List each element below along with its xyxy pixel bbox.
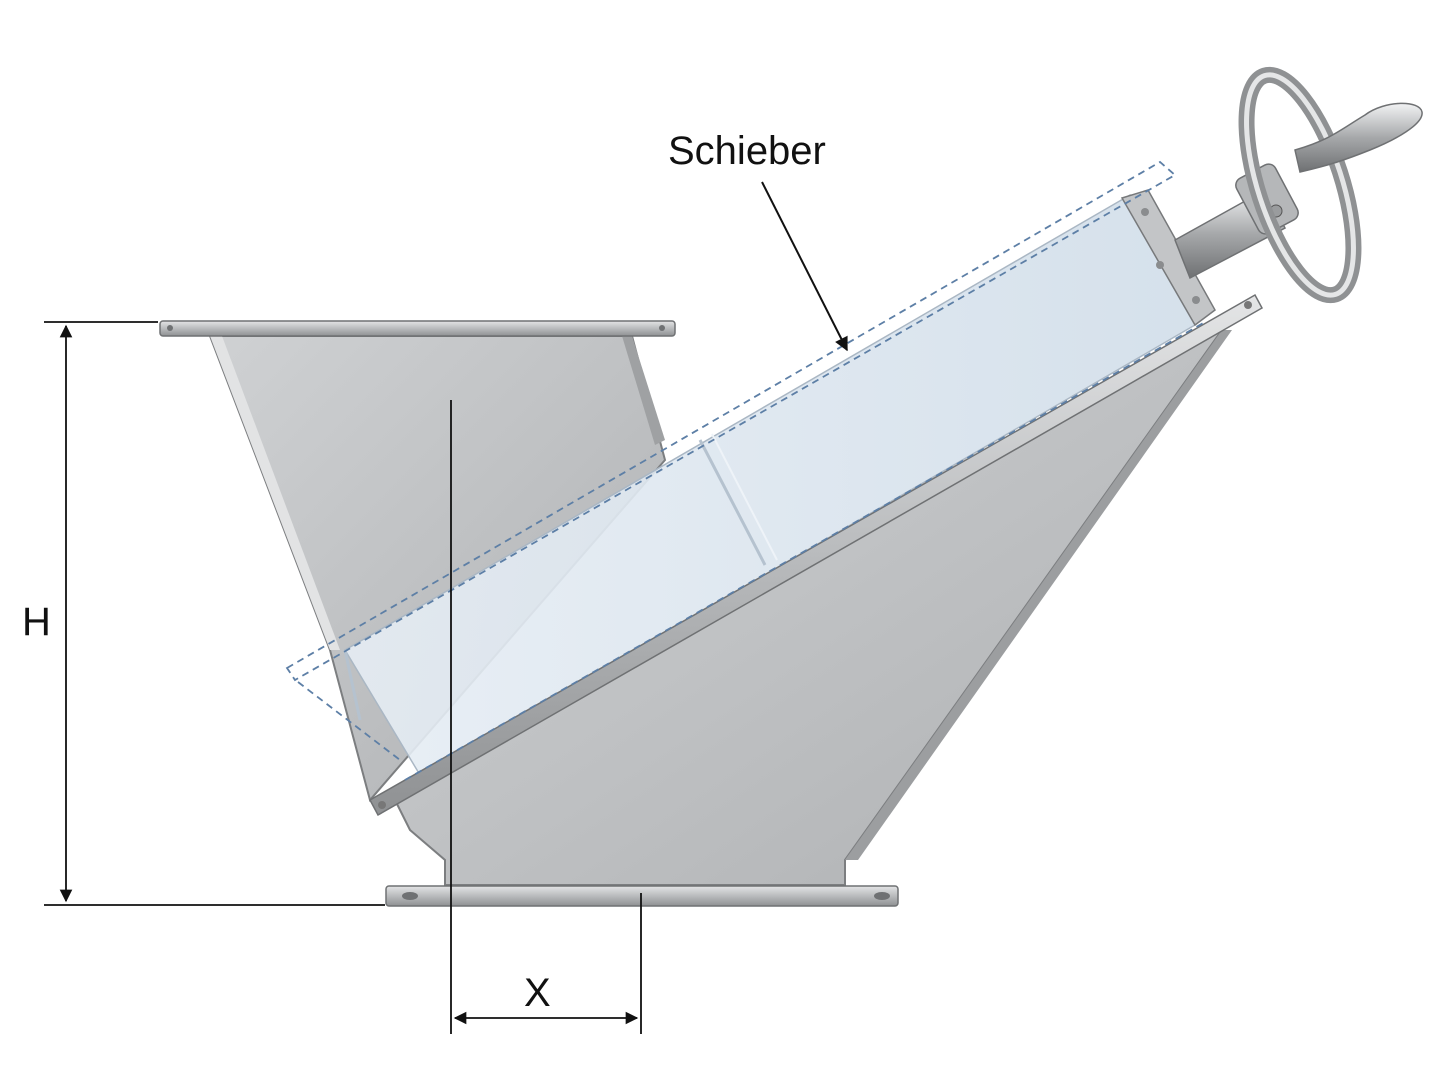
flanges	[159, 320, 899, 907]
hopper-side-face	[210, 336, 340, 650]
flange-bolt	[874, 892, 890, 900]
handwheel-rim-highlight	[1244, 72, 1356, 298]
lower-rail	[368, 293, 1264, 817]
handwheel-actuator	[1174, 66, 1423, 304]
cap-bolt	[1156, 261, 1164, 269]
rail-bolt	[378, 801, 386, 809]
cap-bolt	[1141, 208, 1149, 216]
top-flange	[159, 320, 676, 337]
cap-bolt	[1192, 296, 1200, 304]
hopper-right-bevel	[622, 336, 665, 445]
gate-housing	[343, 189, 1264, 817]
bottom-flange	[385, 885, 899, 907]
dashed-edge	[404, 321, 1206, 781]
height-label: H	[22, 600, 51, 644]
chute-side-face	[845, 330, 1232, 860]
gate-seam	[343, 649, 362, 721]
handwheel-handle	[1294, 102, 1423, 173]
offset-dimension: X	[450, 400, 642, 1034]
gate-leader-line	[761, 181, 848, 352]
gate-callout: Schieber	[668, 129, 848, 352]
dashed-edge	[297, 681, 401, 761]
flange-bolt	[402, 892, 418, 900]
height-dimension: H	[22, 321, 385, 906]
flange-bolt	[659, 325, 665, 331]
gate-seam	[711, 433, 778, 561]
lower-chute	[388, 329, 1223, 886]
gate-dashed-outline	[285, 160, 1206, 781]
gate-body	[208, 329, 1232, 886]
gate-seam	[698, 439, 767, 566]
offset-label: X	[524, 971, 551, 1015]
dashed-frame	[285, 160, 1177, 682]
housing-end-cap	[1120, 189, 1216, 327]
gate-label: Schieber	[668, 129, 826, 173]
flange-bolt	[167, 325, 173, 331]
rail-bolt	[1244, 301, 1252, 309]
